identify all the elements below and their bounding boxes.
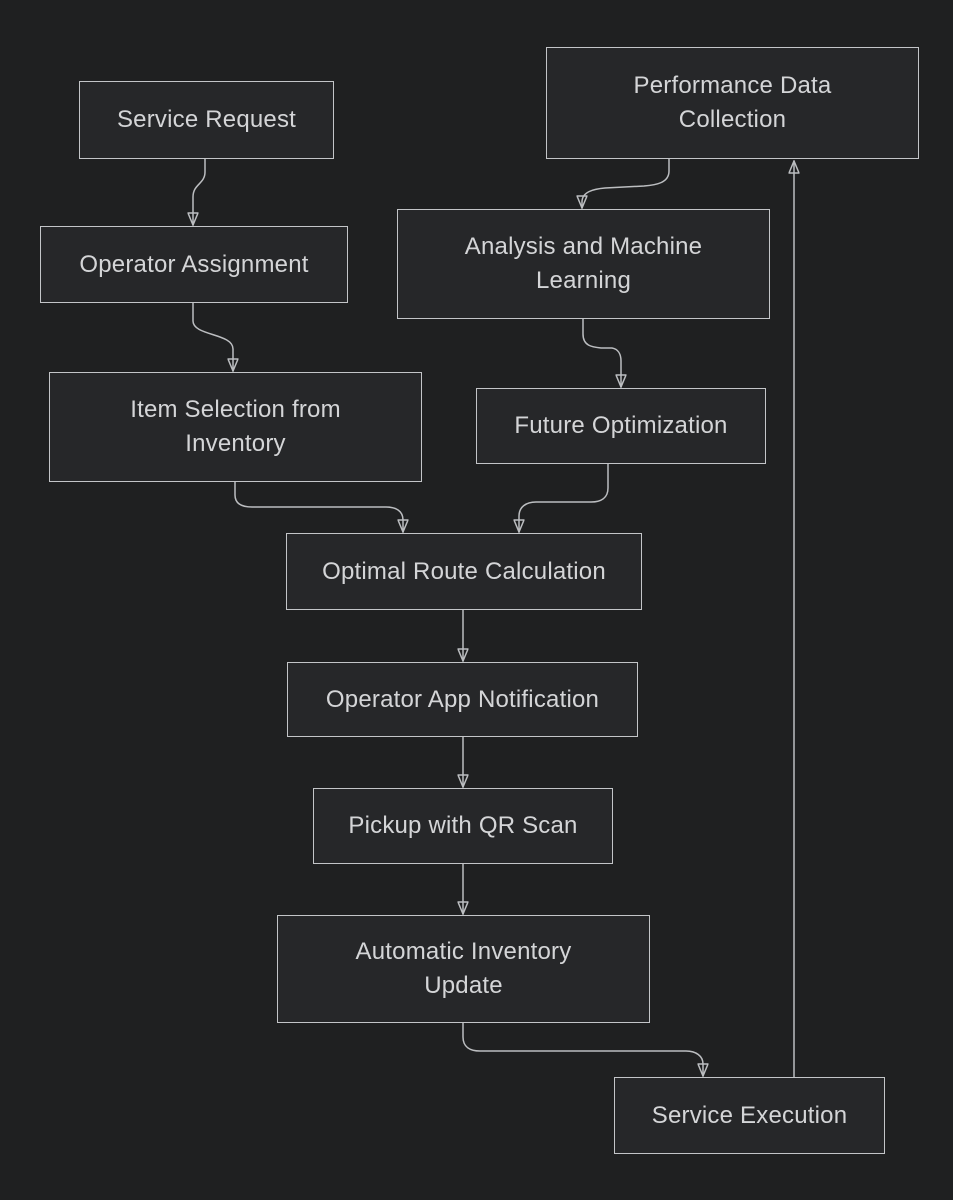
node-performance-data-label: Performance Data Collection — [633, 72, 832, 133]
edge-performance-data-to-analysis-ml — [582, 159, 670, 208]
node-performance-data: Performance Data Collection — [546, 47, 919, 159]
node-service-request: Service Request — [79, 81, 334, 159]
node-operator-assignment-label: Operator Assignment — [79, 250, 309, 278]
node-analysis-ml-label: Analysis and Machine Learning — [464, 233, 703, 294]
node-auto-inventory-label: Automatic Inventory Update — [355, 938, 572, 999]
edge-service-request-to-operator-assignment — [193, 159, 206, 225]
edge-operator-assignment-to-item-selection — [192, 303, 233, 371]
node-operator-assignment: Operator Assignment — [40, 226, 348, 303]
node-pickup-qr: Pickup with QR Scan — [313, 788, 613, 864]
node-service-execution-label: Service Execution — [651, 1101, 848, 1129]
edge-future-optimization-to-optimal-route — [519, 464, 609, 532]
node-future-optimization: Future Optimization — [476, 388, 766, 464]
node-pickup-qr-label: Pickup with QR Scan — [348, 812, 578, 839]
node-operator-app-label: Operator App Notification — [325, 685, 600, 713]
node-operator-app: Operator App Notification — [287, 662, 638, 737]
edge-auto-inventory-to-service-execution — [462, 1023, 703, 1076]
node-analysis-ml: Analysis and Machine Learning — [397, 209, 770, 319]
node-item-selection: Item Selection from Inventory — [49, 372, 422, 482]
node-future-optimization-label: Future Optimization — [514, 412, 728, 439]
node-item-selection-label: Item Selection from Inventory — [130, 396, 341, 457]
edge-item-selection-to-optimal-route — [234, 482, 403, 532]
edge-analysis-ml-to-future-optimization — [582, 319, 621, 387]
node-service-request-label: Service Request — [116, 106, 297, 133]
node-service-execution: Service Execution — [614, 1077, 885, 1154]
node-optimal-route-label: Optimal Route Calculation — [322, 557, 606, 585]
node-optimal-route: Optimal Route Calculation — [286, 533, 642, 610]
node-auto-inventory: Automatic Inventory Update — [277, 915, 650, 1023]
